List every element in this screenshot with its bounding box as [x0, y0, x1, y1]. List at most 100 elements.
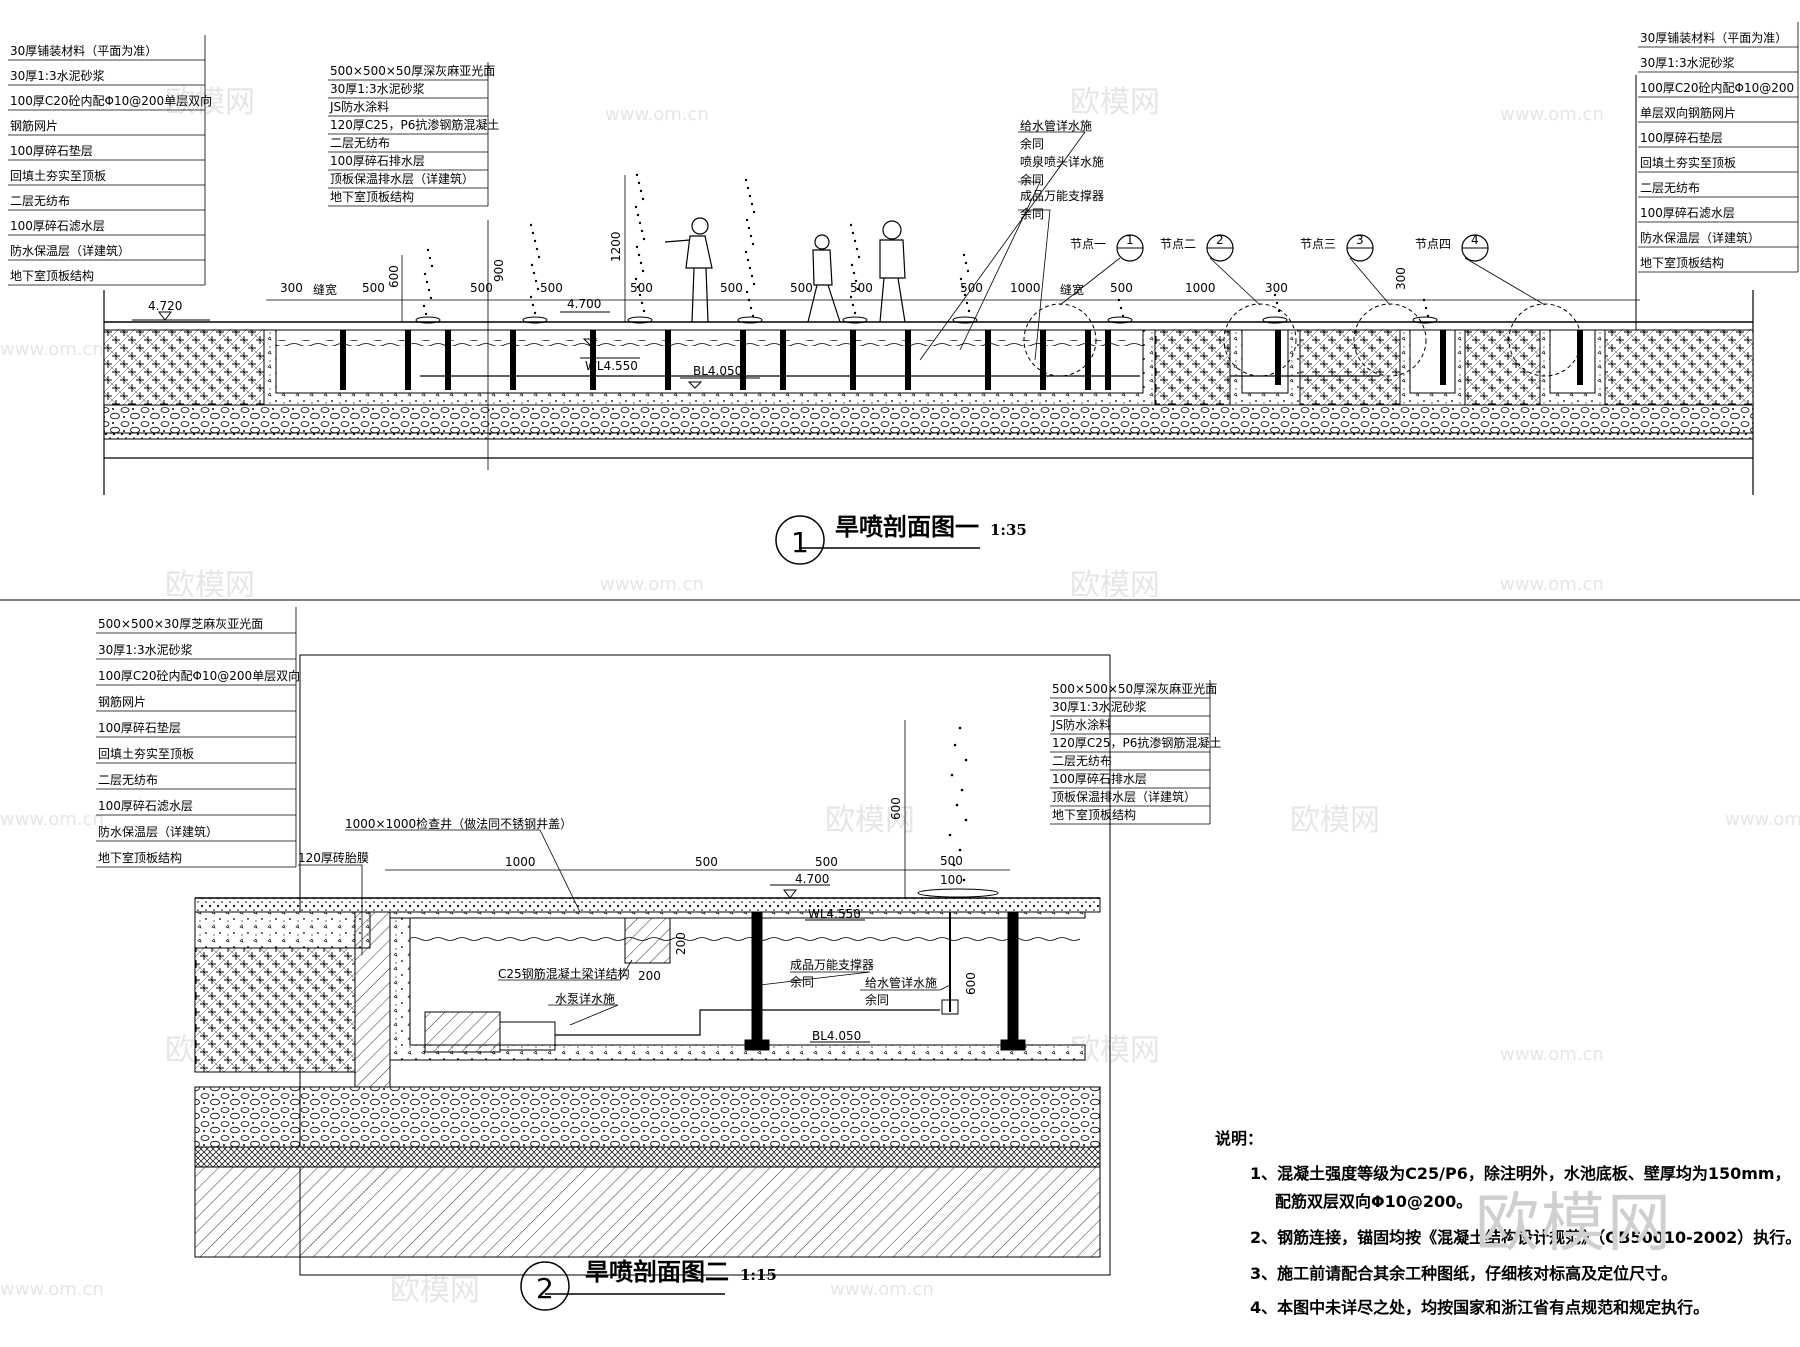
dim-200: 200: [638, 969, 661, 983]
beam-note: C25钢筋混凝土梁详结构: [498, 966, 630, 981]
section-number: 2: [536, 1272, 554, 1305]
layer-label: 二层无纺布: [1640, 181, 1700, 195]
watermark-brand: 欧模网: [165, 568, 255, 603]
elevation-top: 4.700: [795, 872, 829, 886]
section-number: 1: [791, 526, 809, 559]
layer-label: 地下室顶板结构: [330, 189, 414, 204]
layer-label: 120厚C25，P6抗渗钢筋混凝土: [330, 117, 499, 132]
dimension-label: 500: [850, 281, 873, 295]
dim-300v: 300: [1394, 267, 1408, 290]
dimension-label: 500: [540, 281, 563, 295]
layer-label: 100厚碎石垫层: [10, 143, 93, 158]
dimension-label: 500: [470, 281, 493, 295]
dimension-label: 500: [630, 281, 653, 295]
pump-note: 水泵详水施: [555, 991, 615, 1006]
support-post: [590, 330, 596, 390]
dimension-label: 500: [790, 281, 813, 295]
support-post: [1440, 330, 1446, 385]
watermark-logo: 欧模网: [1475, 1187, 1673, 1261]
layer-label: 二层无纺布: [330, 136, 390, 150]
dimension-label: 1000: [1010, 281, 1041, 295]
node-label: 节点一: [1070, 237, 1106, 251]
dimension-label: 1000: [1185, 281, 1216, 295]
support-post: [850, 330, 856, 390]
layer-label: 500×500×30厚芝麻灰亚光面: [98, 616, 263, 631]
watermark-url: www.om.cn: [0, 809, 104, 830]
child-figure: [664, 217, 713, 323]
layer-label: 100厚碎石滤水层: [10, 218, 105, 233]
pipe-note: 给水管详水施: [865, 975, 937, 990]
layer-label: 地下室顶板结构: [1640, 255, 1724, 270]
layer-table-left: 30厚铺装材料（平面为准）30厚1:3水泥砂浆100厚C20砼内配Φ10@200…: [8, 35, 212, 286]
layer-label: 30厚1:3水泥砂浆: [98, 642, 193, 657]
layer-table-left: 500×500×30厚芝麻灰亚光面 30厚1:3水泥砂浆 100厚C20砼内配Φ10…: [96, 607, 300, 868]
layer-label: 回填土夯实至顶板: [10, 168, 106, 183]
watermark-url: www.om.cn: [1725, 809, 1800, 830]
layer-label: 钢筋网片: [10, 118, 58, 133]
layer-label: 30厚铺装材料（平面为准）: [1640, 31, 1787, 45]
layer-label: 30厚1:3水泥砂浆: [1052, 699, 1147, 714]
layer-label: 500×500×50厚深灰麻亚光面: [330, 63, 495, 78]
layer-label: 防水保温层（详建筑）: [10, 243, 130, 258]
layer-label: 100厚C20砼内配Φ10@200: [1640, 81, 1794, 95]
watermark-url: www.om.cn: [830, 1279, 934, 1300]
support-post: [905, 330, 911, 390]
watermarks: 欧模网 欧模网 www.om.cn www.om.cn www.om.cn 欧模…: [0, 85, 1800, 1308]
watermark-brand: 欧模网: [1070, 568, 1160, 603]
watermark-url: www.om.cn: [605, 104, 709, 125]
fountain-jet: [415, 248, 441, 324]
support-post: [1085, 330, 1091, 390]
layer-label: 回填土夯实至顶板: [1640, 155, 1736, 170]
dim-gap: 缝宽: [313, 282, 337, 297]
section-title: 旱喷剖面图一: [835, 513, 979, 541]
support-note: 成品万能支撑器: [790, 957, 874, 972]
fountain-jet: [737, 178, 763, 324]
dim-200: 200: [674, 932, 688, 955]
nozzle-note-same: 余同: [1020, 172, 1044, 187]
dim-gap: 缝宽: [1060, 282, 1084, 297]
fountain-jet: [522, 223, 548, 324]
support-post: [340, 330, 346, 390]
layer-label: 30厚1:3水泥砂浆: [10, 68, 105, 83]
support-post: [1577, 330, 1583, 385]
dim-900: 900: [492, 259, 506, 282]
pipe-note-same: 余同: [865, 992, 889, 1007]
elevation-bl: BL4.050: [812, 1029, 861, 1043]
dimension-label: 500: [1110, 281, 1133, 295]
note-item: 配筋双层双向Φ10@200。: [1275, 1192, 1473, 1211]
dimension-label: 500: [960, 281, 983, 295]
dim-500: 500: [815, 855, 838, 869]
layer-label: 100厚C20砼内配Φ10@200单层双向: [98, 668, 300, 683]
dim-1200: 1200: [609, 231, 623, 262]
layer-label: 100厚碎石垫层: [1640, 130, 1723, 145]
layer-label: 顶板保温排水层（详建筑）: [330, 171, 474, 186]
support-post: [510, 330, 516, 390]
note-item: 4、本图中未详尽之处，均按国家和浙江省有点规范和规定执行。: [1250, 1298, 1710, 1317]
support-note-same: 余同: [790, 974, 814, 989]
support-post: [1275, 330, 1281, 385]
layer-label: 地下室顶板结构: [98, 850, 182, 865]
dim-600: 600: [964, 972, 978, 995]
note-item: 1、混凝土强度等级为C25/P6，除注明外，水池底板、壁厚均为150mm，: [1250, 1164, 1791, 1183]
child-figure: [807, 234, 841, 323]
watermark-url: www.om.cn: [600, 574, 704, 595]
support-post: [780, 330, 786, 390]
support-post: [740, 330, 746, 390]
layer-label: 100厚碎石滤水层: [1640, 205, 1735, 220]
layer-label: 30厚铺装材料（平面为准）: [10, 44, 157, 58]
layer-label: 二层无纺布: [1052, 754, 1112, 768]
fountain-jets: [415, 173, 1438, 324]
dimension-label: 500: [362, 281, 385, 295]
dim-500: 500: [695, 855, 718, 869]
watermark-url: www.om.cn: [0, 1279, 104, 1300]
dimension-label: 500: [720, 281, 743, 295]
watermark-url: www.om.cn: [1500, 104, 1604, 125]
layer-label: 回填土夯实至顶板: [98, 746, 194, 761]
layer-label: 单层双向钢筋网片: [1640, 105, 1736, 120]
section-title: 旱喷剖面图二: [585, 1258, 729, 1286]
layer-label: 地下室顶板结构: [1052, 807, 1136, 822]
node-number: 2: [1216, 233, 1224, 247]
